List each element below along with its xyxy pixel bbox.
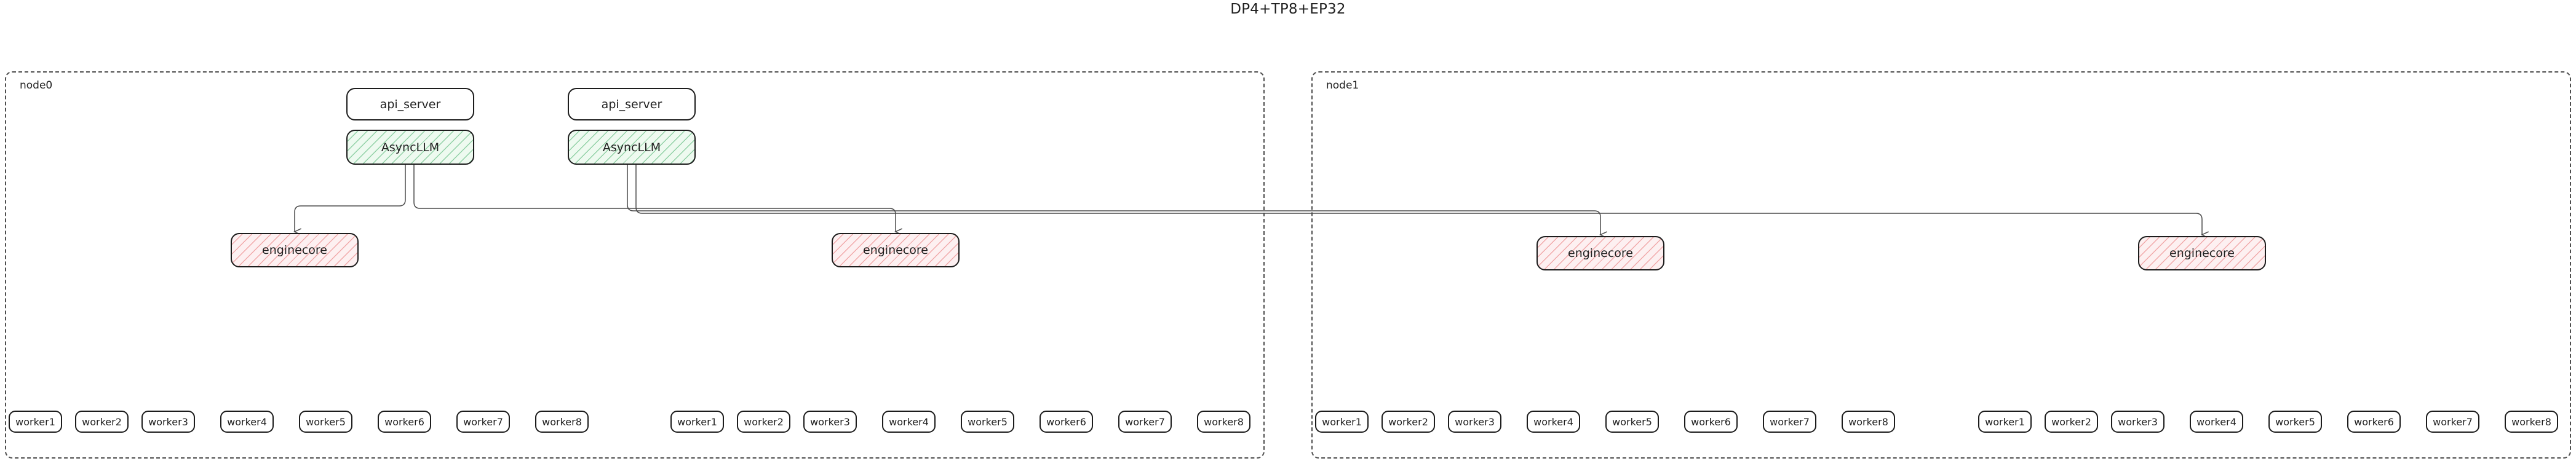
worker-label: worker6 (1046, 416, 1086, 428)
worker-box[interactable]: worker2 (75, 411, 129, 433)
worker-label: worker1 (1985, 416, 2025, 428)
worker-box[interactable]: worker6 (1040, 411, 1093, 433)
worker-label: worker5 (2275, 416, 2315, 428)
enginecore-box-node0-2[interactable]: enginecore (832, 233, 960, 267)
worker-label: worker3 (148, 416, 188, 428)
enginecore-box-node1-2[interactable]: enginecore (2138, 236, 2266, 270)
node-container-node1[interactable]: node1 (1311, 71, 2571, 459)
worker-box[interactable]: worker4 (220, 411, 274, 433)
worker-label: worker6 (2354, 416, 2394, 428)
worker-label: worker1 (1322, 416, 1362, 428)
worker-box[interactable]: worker3 (141, 411, 195, 433)
page-title: DP4+TP8+EP32 (1230, 1, 1346, 17)
worker-box[interactable]: worker1 (9, 411, 62, 433)
worker-label: worker5 (1612, 416, 1652, 428)
worker-group-node1-1: worker1 worker2 worker3 worker4 worker5 … (1315, 411, 1895, 435)
worker-label: worker4 (2196, 416, 2236, 428)
worker-box[interactable]: worker1 (1978, 411, 2032, 433)
worker-box[interactable]: worker4 (882, 411, 936, 433)
api-server-box-1[interactable]: api_server (346, 88, 474, 120)
worker-label: worker8 (2511, 416, 2551, 428)
worker-group-node1-2: worker1 worker2 worker3 worker4 worker5 … (1978, 411, 2558, 435)
worker-label: worker7 (1770, 416, 1810, 428)
worker-box[interactable]: worker1 (1315, 411, 1369, 433)
worker-label: worker8 (1204, 416, 1244, 428)
worker-box[interactable]: worker5 (299, 411, 352, 433)
async-llm-box-1[interactable]: AsyncLLM (346, 130, 474, 165)
worker-group-node0-1: worker1 worker2 worker3 worker4 worker5 … (9, 411, 589, 435)
node-container-node0[interactable]: node0 (5, 71, 1265, 459)
worker-box[interactable]: worker1 (670, 411, 724, 433)
worker-box[interactable]: worker4 (2190, 411, 2243, 433)
async-llm-label: AsyncLLM (381, 140, 440, 154)
enginecore-label: enginecore (1568, 246, 1633, 260)
worker-box[interactable]: worker6 (2347, 411, 2401, 433)
worker-label: worker5 (306, 416, 346, 428)
worker-box[interactable]: worker7 (456, 411, 510, 433)
worker-label: worker7 (2433, 416, 2473, 428)
worker-box[interactable]: worker3 (2111, 411, 2165, 433)
worker-group-node0-2: worker1 worker2 worker3 worker4 worker5 … (670, 411, 1250, 435)
worker-box[interactable]: worker2 (1381, 411, 1435, 433)
async-llm-box-2[interactable]: AsyncLLM (568, 130, 696, 165)
worker-box[interactable]: worker7 (2426, 411, 2479, 433)
worker-box[interactable]: worker4 (1527, 411, 1580, 433)
worker-box[interactable]: worker8 (1842, 411, 1895, 433)
worker-label: worker2 (82, 416, 122, 428)
node-container-label: node0 (20, 79, 53, 92)
worker-box[interactable]: worker3 (803, 411, 857, 433)
worker-label: worker7 (463, 416, 503, 428)
worker-box[interactable]: worker7 (1763, 411, 1816, 433)
enginecore-label: enginecore (2169, 246, 2235, 260)
enginecore-box-node0-1[interactable]: enginecore (231, 233, 359, 267)
worker-box[interactable]: worker2 (2045, 411, 2098, 433)
worker-box[interactable]: worker2 (737, 411, 790, 433)
worker-label: worker1 (677, 416, 717, 428)
worker-box[interactable]: worker5 (2268, 411, 2322, 433)
enginecore-label: enginecore (863, 243, 928, 257)
worker-label: worker2 (744, 416, 784, 428)
worker-box[interactable]: worker8 (2505, 411, 2558, 433)
worker-box[interactable]: worker8 (1197, 411, 1250, 433)
api-server-label: api_server (601, 97, 662, 111)
worker-label: worker8 (1848, 416, 1888, 428)
enginecore-label: enginecore (262, 243, 327, 257)
worker-label: worker2 (2051, 416, 2091, 428)
worker-box[interactable]: worker6 (378, 411, 431, 433)
worker-box[interactable]: worker5 (961, 411, 1014, 433)
worker-box[interactable]: worker7 (1118, 411, 1172, 433)
worker-label: worker6 (384, 416, 424, 428)
worker-label: worker3 (810, 416, 850, 428)
worker-label: worker1 (15, 416, 55, 428)
worker-label: worker4 (889, 416, 929, 428)
worker-box[interactable]: worker3 (1448, 411, 1501, 433)
worker-label: worker6 (1691, 416, 1731, 428)
worker-box[interactable]: worker5 (1605, 411, 1659, 433)
enginecore-box-node1-1[interactable]: enginecore (1536, 236, 1664, 270)
worker-box[interactable]: worker8 (535, 411, 589, 433)
worker-label: worker4 (1533, 416, 1573, 428)
worker-label: worker3 (1455, 416, 1495, 428)
worker-label: worker7 (1125, 416, 1165, 428)
worker-label: worker2 (1388, 416, 1428, 428)
worker-label: worker3 (2118, 416, 2158, 428)
node-container-label: node1 (1326, 79, 1359, 92)
worker-label: worker4 (227, 416, 267, 428)
worker-label: worker5 (968, 416, 1008, 428)
worker-box[interactable]: worker6 (1684, 411, 1738, 433)
api-server-label: api_server (380, 97, 441, 111)
api-server-box-2[interactable]: api_server (568, 88, 696, 120)
async-llm-label: AsyncLLM (602, 140, 661, 154)
worker-label: worker8 (542, 416, 582, 428)
